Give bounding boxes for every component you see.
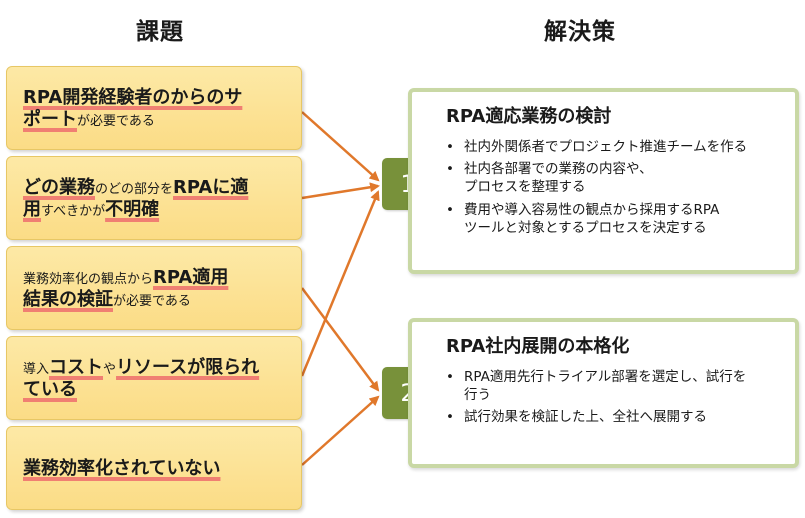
arrow-issue1-to-sol1 [301, 111, 380, 182]
bullet-text: RPA適用先行トライアル部署を選定し、試行を [464, 369, 747, 385]
issue-emphasis-text: RPA適用 [153, 266, 229, 288]
bullet-text: 行う [464, 387, 491, 404]
arrow-issue3-to-sol2 [300, 287, 380, 392]
issue-emphasis-text: リソースが限られ [116, 356, 260, 378]
issue-text: すべきかが [41, 204, 106, 219]
issue-text-line: 業務効率化の観点からRPA適用 [23, 267, 289, 290]
bullet-text: 社内外関係者でプロジェクト推進チームを作る [464, 139, 748, 155]
arrow-issue2-to-sol1 [301, 182, 380, 200]
issues-column-title: 課題 [136, 19, 184, 45]
issue-emphasis-text: ポート [23, 109, 77, 130]
issue-text: 業務効率化の観点から [23, 271, 154, 287]
issue-text: が必要である [113, 294, 191, 309]
issue-text: が必要である [77, 114, 155, 129]
bullet-item: 費用や導入容易性の観点から採用するRPA ツールと対象とするプロセスを決定する [446, 201, 781, 237]
solution-bullet-list: RPA適用先行トライアル部署を選定し、試行を 行う 試行効果を検証した上、全社へ… [446, 368, 781, 427]
arrow-issue5-to-sol2 [301, 395, 380, 466]
issue-text-line: ポートが必要である [23, 109, 289, 132]
solution-box-2: RPA社内展開の本格化 RPA適用先行トライアル部署を選定し、試行を 行う 試行… [408, 318, 799, 468]
issue-box-3: 業務効率化の観点からRPA適用結果の検証が必要である [6, 246, 302, 330]
issue-text-line: ている [23, 379, 289, 402]
solution-heading: RPA社内展開の本格化 [446, 336, 630, 357]
bullet-text: ツールと対象とするプロセスを決定する [464, 219, 707, 236]
bullet-text: 社内各部署での業務の内容や、 [464, 161, 653, 178]
issue-emphasis-text: 用 [23, 199, 41, 220]
issue-text-line: 結果の検証が必要である [23, 289, 289, 312]
issue-emphasis-text: RPA開発経験者のからのサ [23, 86, 243, 108]
bullet-item: 社内各部署での業務の内容や、 プロセスを整理する [446, 160, 781, 196]
bullet-text: 試行効果を検証した上、全社へ展開する [464, 409, 707, 426]
bullet-item: 試行効果を検証した上、全社へ展開する [446, 408, 781, 426]
issue-emphasis-text: 業務効率化されていない [23, 457, 221, 479]
issue-text-line: 用すべきかが不明確 [23, 199, 289, 222]
solution-box-1: RPA適応業務の検討 社内外関係者でプロジェクト推進チームを作る 社内各部署での… [408, 88, 799, 274]
issue-text: のどの部分を [95, 181, 174, 197]
issue-emphasis-text: RPAに適 [173, 176, 249, 198]
solutions-column-title: 解決策 [544, 19, 616, 45]
issue-text: 導入 [23, 361, 50, 377]
issue-text: や [103, 361, 117, 377]
issue-emphasis-text: ている [23, 379, 77, 400]
issue-text-line: どの業務のどの部分をRPAに適 [23, 177, 289, 200]
issue-text-line: 導入コストやリソースが限られ [23, 357, 289, 380]
solution-heading: RPA適応業務の検討 [446, 106, 612, 127]
arrow-issue4-to-sol1 [300, 190, 380, 377]
bullet-text: 費用や導入容易性の観点から採用するRPA [464, 201, 720, 218]
issue-box-1: RPA開発経験者のからのサポートが必要である [6, 66, 302, 150]
issue-box-2: どの業務のどの部分をRPAに適用すべきかが不明確 [6, 156, 302, 240]
issue-emphasis-text: どの業務 [23, 176, 95, 198]
issue-text-line: 業務効率化されていない [23, 458, 289, 481]
bullet-text: プロセスを整理する [464, 179, 586, 196]
issue-box-5: 業務効率化されていない [6, 426, 302, 510]
solution-bullet-list: 社内外関係者でプロジェクト推進チームを作る 社内各部署での業務の内容や、 プロセ… [446, 138, 781, 237]
bullet-item: RPA適用先行トライアル部署を選定し、試行を 行う [446, 368, 781, 404]
issue-emphasis-text: 結果の検証 [23, 289, 113, 310]
issue-emphasis-text: 不明確 [105, 199, 160, 220]
issue-emphasis-text: コスト [49, 356, 104, 378]
issue-text-line: RPA開発経験者のからのサ [23, 87, 289, 110]
bullet-item: 社内外関係者でプロジェクト推進チームを作る [446, 138, 781, 156]
issue-box-4: 導入コストやリソースが限られている [6, 336, 302, 420]
